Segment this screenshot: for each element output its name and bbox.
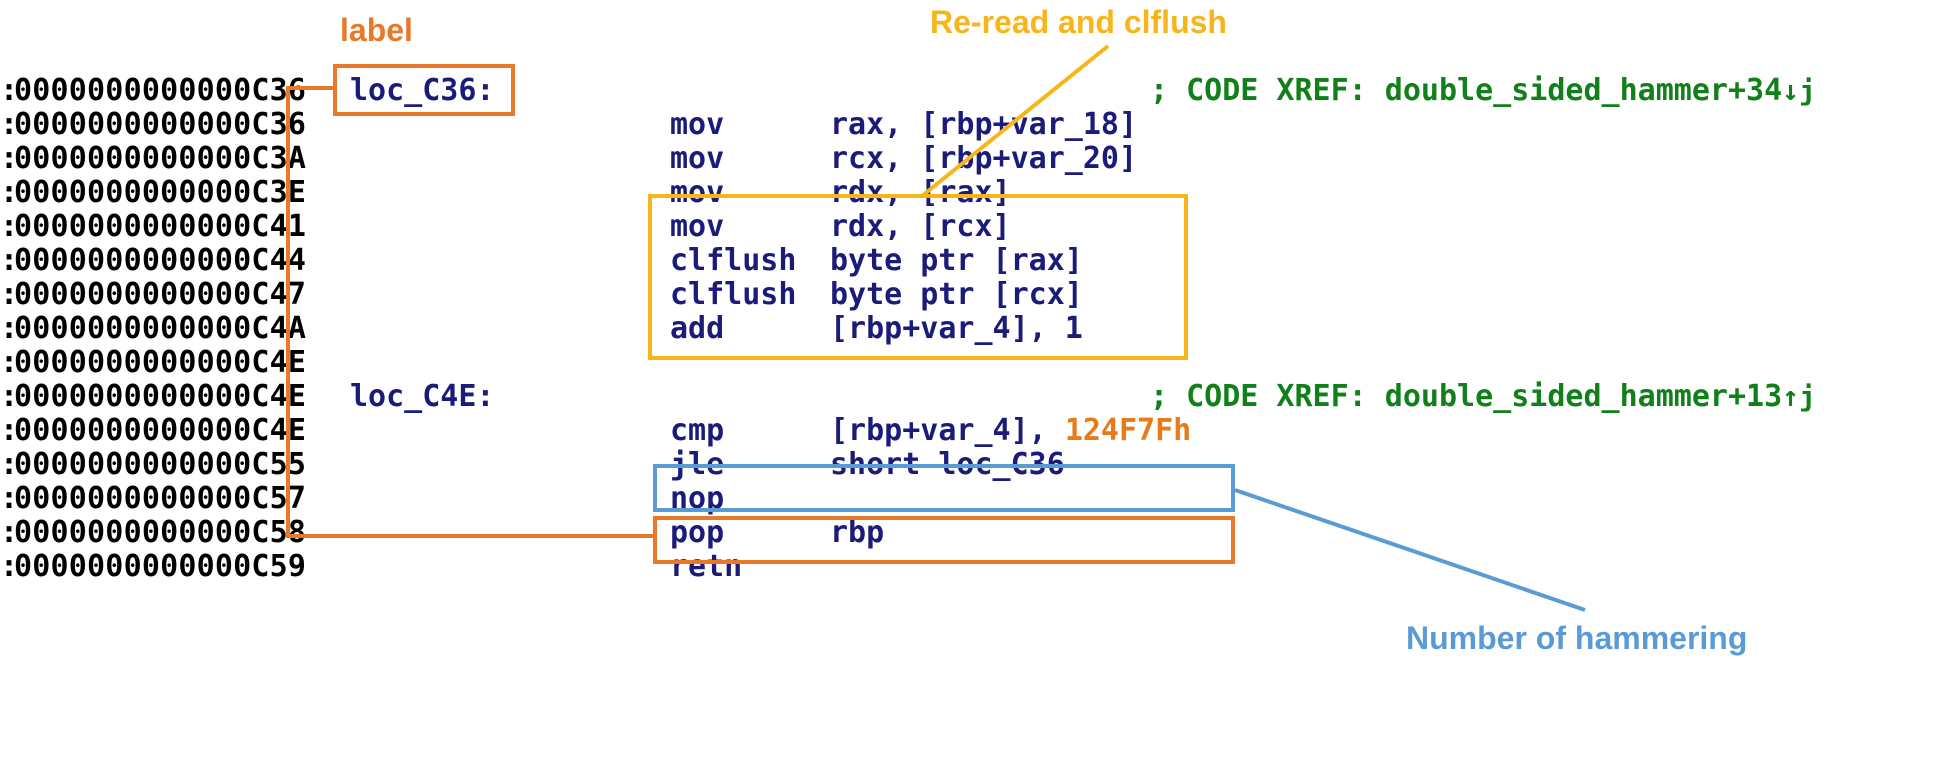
instruction-mnemonic: cmp [670,413,725,448]
line-gutter: : [0,311,19,346]
line-address: 0000000000000C57 [14,481,307,516]
code-line[interactable]: : 0000000000000C58 pop rbp [0,512,1943,553]
instruction-mnemonic: mov [670,175,725,210]
code-line[interactable]: : 0000000000000C36 mov rax, [rbp+var_18] [0,104,1943,145]
immediate-value: 124F7Fh [1064,413,1192,448]
code-line[interactable]: : 0000000000000C3E mov rdx, [rax] [0,172,1943,213]
xref-comment-text: ; CODE XREF: double_sided_hammer+34 [1150,73,1783,108]
label-annotation: label [340,12,413,48]
code-line[interactable]: : 0000000000000C4E cmp [rbp+var_4], 124F… [0,410,1943,451]
instruction-mnemonic: retn [670,549,743,584]
line-address: 0000000000000C41 [14,209,307,244]
instruction-operand[interactable]: byte ptr [rcx] [830,277,1083,312]
line-gutter: : [0,345,19,380]
annotation-connectors [286,44,1586,612]
xref-comment-text: ; CODE XREF: double_sided_hammer+13 [1150,379,1783,414]
line-address: 0000000000000C4A [14,311,307,346]
code-line[interactable]: : 0000000000000C3A mov rcx, [rbp+var_20] [0,138,1943,179]
code-line[interactable]: : 0000000000000C59 retn [0,546,1943,587]
line-gutter: : [0,277,19,312]
hammering-pointer-line [1234,488,1586,612]
instruction-operand[interactable]: rbp [830,515,885,550]
line-gutter: : [0,549,19,584]
line-address: 0000000000000C36 [14,107,307,142]
code-label[interactable]: loc_C4E: [350,379,495,414]
instruction-operand[interactable]: rax, [rbp+var_18] [830,107,1138,142]
line-address: 0000000000000C3A [14,141,307,176]
line-address: 0000000000000C58 [14,515,307,550]
line-gutter: : [0,379,19,414]
instruction-mnemonic: mov [670,209,725,244]
jump-highlight-box [653,516,1235,564]
reread-clflush-highlight-box [648,194,1188,360]
instruction-mnemonic: pop [670,515,725,550]
instruction-mnemonic: mov [670,107,725,142]
line-address: 0000000000000C44 [14,243,307,278]
instruction-mnemonic: clflush [670,243,797,278]
code-line[interactable]: : 0000000000000C4A add [rbp+var_4], 1 [0,308,1943,349]
xref-comment[interactable]: ; CODE XREF: double_sided_hammer+34↓j [1150,70,1816,111]
xref-up-arrow-icon: ↑j [1782,380,1816,413]
instruction-mnemonic: add [670,311,725,346]
line-gutter: : [0,243,19,278]
line-gutter: : [0,209,19,244]
code-label[interactable]: loc_C36: [350,73,495,108]
instruction-operand[interactable]: rdx, [rax] [830,175,1011,210]
line-address: 0000000000000C55 [14,447,307,482]
reread-pointer-line [920,44,1110,198]
code-line[interactable]: : 0000000000000C41 mov rdx, [rcx] [0,206,1943,247]
label-highlight-box [333,64,515,116]
line-address: 0000000000000C59 [14,549,307,584]
line-gutter: : [0,413,19,448]
line-address: 0000000000000C47 [14,277,307,312]
loop-connector-line [286,86,653,538]
line-address: 0000000000000C36 [14,73,307,108]
code-line[interactable]: : 0000000000000C4E loc_C4E: ; CODE XREF:… [0,376,1943,417]
instruction-mnemonic: clflush [670,277,797,312]
hammering-count-annotation: Number of hammering [1406,620,1748,656]
xref-comment[interactable]: ; CODE XREF: double_sided_hammer+13↑j [1150,376,1816,417]
code-line[interactable]: : 0000000000000C36 loc_C36: ; CODE XREF:… [0,70,1943,111]
xref-down-arrow-icon: ↓j [1782,74,1816,107]
line-gutter: : [0,515,19,550]
code-line[interactable]: : 0000000000000C4E [0,342,1943,383]
line-gutter: : [0,73,19,108]
instruction-operand[interactable]: rdx, [rcx] [830,209,1011,244]
instruction-operand[interactable]: [rbp+var_4], 1 [830,311,1083,346]
code-line[interactable]: : 0000000000000C57 nop [0,478,1943,519]
instruction-operand[interactable]: byte ptr [rax] [830,243,1083,278]
line-gutter: : [0,447,19,482]
operand-text: [rbp+var_4], [830,413,1065,448]
instruction-operand[interactable]: [rbp+var_4], 124F7Fh [830,410,1191,451]
code-line[interactable]: : 0000000000000C55 jle short loc_C36 [0,444,1943,485]
reread-clflush-annotation: Re-read and clflush [930,4,1227,40]
hammer-count-highlight-box [653,464,1235,512]
line-address: 0000000000000C4E [14,379,307,414]
line-gutter: : [0,481,19,516]
line-gutter: : [0,175,19,210]
line-gutter: : [0,141,19,176]
line-gutter: : [0,107,19,142]
line-address: 0000000000000C4E [14,345,307,380]
instruction-mnemonic: mov [670,141,725,176]
code-line[interactable]: : 0000000000000C47 clflush byte ptr [rcx… [0,274,1943,315]
line-address: 0000000000000C3E [14,175,307,210]
line-address: 0000000000000C4E [14,413,307,448]
code-line[interactable]: : 0000000000000C44 clflush byte ptr [rax… [0,240,1943,281]
disassembly-view: : 0000000000000C36 loc_C36: ; CODE XREF:… [0,70,1943,587]
